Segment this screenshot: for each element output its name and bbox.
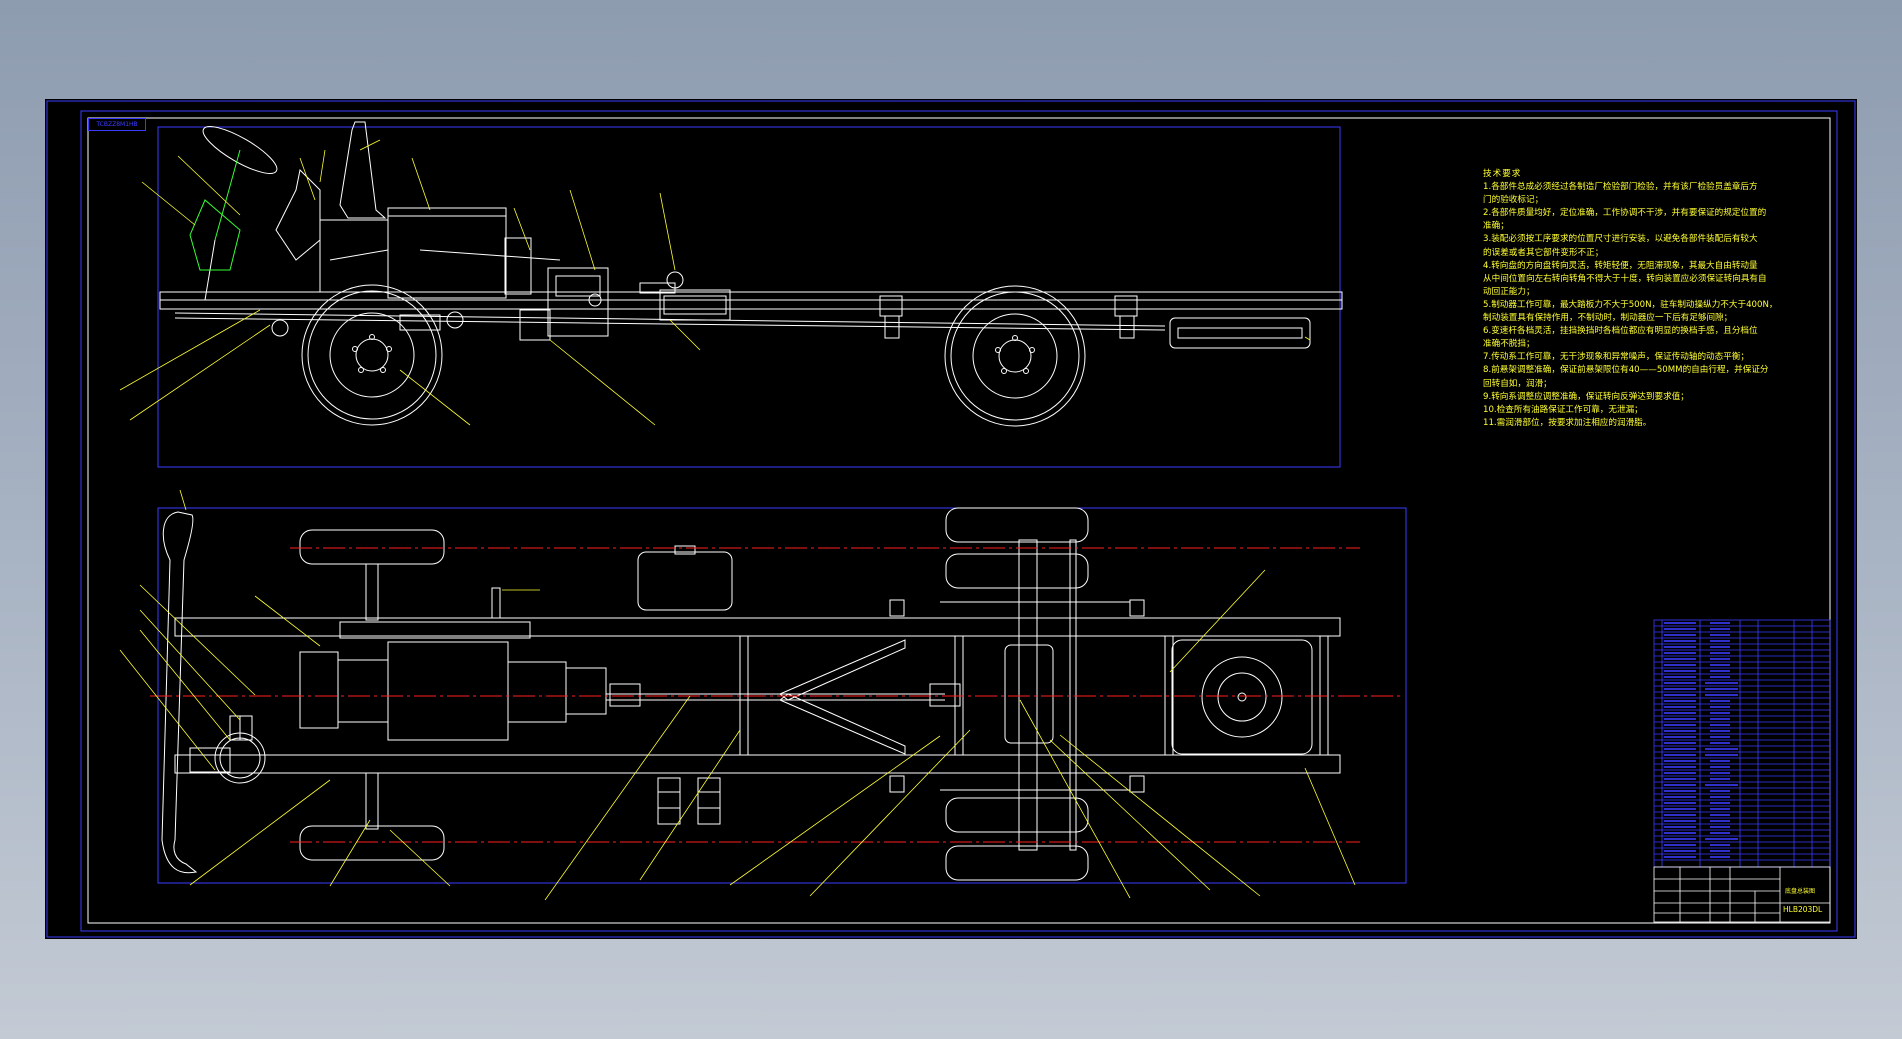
drawing-viewport[interactable]: TCBZZ8M1HB 技术要求 1.各部件总成必须经过各制造厂检验部门检验，并有…: [45, 99, 1857, 939]
battery-box: [547, 267, 609, 337]
requirement-line: 7.传动系工作可靠，无干涉现象和异常噪声，保证传动轴的动态平衡；: [1483, 352, 1750, 363]
requirement-line: 11.需润滑部位，按要求加注相应的润滑脂。: [1483, 417, 1652, 428]
rear-tyre-upper-2: [945, 553, 1089, 589]
requirement-line: 门的验收标记；: [1483, 195, 1544, 206]
front-tyre-upper: [299, 529, 445, 565]
top-leader-lines: [119, 489, 1356, 901]
spare-wheel-side: [1169, 317, 1311, 349]
requirement-line: 准确；: [1483, 221, 1509, 232]
requirement-line: 5.制动器工作可靠，最大踏板力不大于500N，驻车制动操纵力不大于400N，: [1483, 299, 1778, 310]
requirement-line: 动回正能力；: [1483, 286, 1535, 297]
fuel-tank-side: [659, 289, 731, 321]
requirement-line: 准确不脱挡；: [1483, 339, 1535, 350]
requirement-line: 制动装置具有保持作用，不制动时，制动器应一下后有足够间隙；: [1483, 313, 1733, 324]
rear-axle: [1004, 644, 1054, 744]
requirement-line: 回转自如，润滑；: [1483, 378, 1552, 389]
title-block-drawing-code: HLB203DL: [1783, 905, 1823, 914]
side-leader-lines: [119, 139, 1311, 426]
top-rail-upper: [174, 617, 1341, 637]
inner-frame: [87, 117, 1831, 924]
steering-wheel-side: [202, 126, 278, 174]
drawing-tag: TCBZZ8M1HB: [88, 118, 146, 131]
parts-list-text: [1664, 622, 1738, 858]
top-rail-lower: [174, 754, 1341, 774]
front-tyre-lower: [299, 825, 445, 861]
parts-list: [1653, 619, 1831, 868]
engine-block: [387, 207, 507, 299]
rear-tyre-lower-1: [945, 797, 1089, 833]
front-bumper: [161, 511, 198, 874]
requirement-line: 2.各部件质量均好，定位准确，工作协调不干涉，并有要保证的规定位置的: [1483, 208, 1767, 219]
rear-tyre-lower-2: [945, 845, 1089, 881]
side-view-boundary: [157, 126, 1341, 468]
front-wheel-side: [301, 284, 443, 426]
chassis-assembly-drawing: [46, 100, 1856, 938]
sheet-frame: [80, 110, 1838, 932]
requirement-line: 6.变速杆各档灵活，挂挡换挡时各档位都应有明显的换档手感，且分档位: [1483, 326, 1758, 337]
technical-requirements: 技术要求 1.各部件总成必须经过各制造厂检验部门检验，并有该厂检验员盖章后方 门…: [1483, 168, 1813, 430]
top-view: [157, 507, 1407, 884]
title-block-drawing-name: 底盘总装图: [1785, 888, 1816, 895]
rear-wheel-side: [944, 285, 1086, 427]
rear-tyre-upper-1: [945, 507, 1089, 543]
requirement-line: 10.检查所有油路保证工作可靠，无泄漏；: [1483, 404, 1643, 415]
requirement-line: 9.转向系调整应调整准确，保证转向反弹达到要求值；: [1483, 391, 1689, 402]
center-lines: [150, 547, 1400, 843]
requirement-line: 3.装配必须按工序要求的位置尺寸进行安装，以避免各部件装配后有较大: [1483, 234, 1758, 245]
outer-border: [46, 100, 1856, 938]
driver-seat: [339, 121, 387, 219]
gearbox: [504, 237, 532, 295]
side-view: [157, 121, 1343, 468]
requirement-line: 从中间位置向左右转向转角不得大于十度，转向装置应必须保证转向具有自: [1483, 273, 1767, 284]
technical-requirements-title: 技术要求: [1483, 169, 1522, 179]
engine-top: [387, 641, 509, 741]
requirement-line: 8.前悬架调整准确，保证前悬架限位有40——50MM的自由行程，并保证分: [1483, 365, 1769, 376]
requirement-line: 的误差或者其它部件变形不正；: [1483, 247, 1604, 258]
title-block: [1653, 866, 1831, 923]
fuel-tank-top: [637, 551, 733, 611]
requirement-line: 1.各部件总成必须经过各制造厂检验部门检验，并有该厂检验员盖章后方: [1483, 182, 1758, 193]
seat-box: [319, 219, 389, 293]
spare-wheel-top: [1201, 656, 1283, 738]
requirement-line: 4.转向盘的方向盘转向灵活，转矩轻便，无阻滞现象，其最大自由转动量: [1483, 260, 1758, 271]
